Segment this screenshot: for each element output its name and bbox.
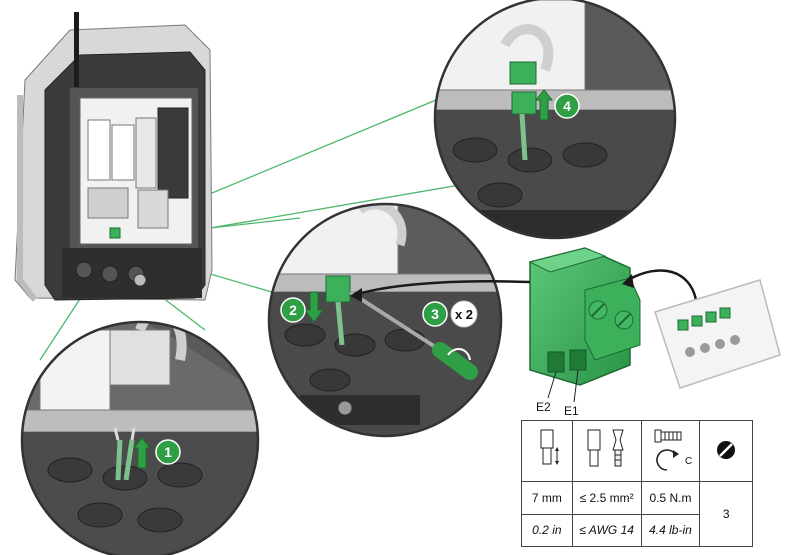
step-3-label: 3	[431, 306, 439, 322]
bag-arrow	[627, 269, 698, 301]
connector-base-4	[511, 91, 537, 115]
flat-screwdriver-icon	[717, 440, 736, 459]
up-arrow-1	[132, 437, 152, 469]
step-2-label: 2	[289, 302, 297, 318]
spec-screwdriver-size: 3	[699, 481, 753, 547]
step-badge-3	[422, 301, 448, 327]
spec-ferrule-cell	[571, 420, 642, 482]
terminal-connector	[528, 247, 641, 403]
torque-screw-icon: C	[654, 429, 693, 471]
step-badge-2	[280, 297, 306, 323]
charger-mini-connector	[109, 227, 121, 239]
spec-table: C 7 mm ≤ 2.5 mm² 0.5 N.m 3 0.2 in ≤ AWG …	[521, 420, 753, 547]
spec-strip-in: 0.2 in	[521, 513, 573, 547]
repeat-label: x 2	[455, 307, 473, 322]
ferrule-icon	[587, 429, 624, 466]
terminal-e1-label: E1	[564, 404, 579, 418]
spec-wire-awg: ≤ AWG 14	[571, 513, 642, 547]
spec-torque-lbin: 4.4 lb-in	[640, 513, 701, 547]
spec-wire-mm: ≤ 2.5 mm²	[571, 481, 642, 515]
up-arrow-4	[534, 89, 554, 121]
detail-step-4	[433, 0, 677, 240]
accessory-bag	[654, 279, 781, 389]
antenna-cable	[74, 12, 79, 87]
detail-step-1	[20, 320, 260, 555]
repeat-badge	[450, 300, 478, 328]
charger-overview	[14, 12, 213, 302]
step-badge-4	[554, 93, 580, 119]
spec-screwdriver-cell	[699, 420, 753, 482]
wire-pair	[115, 439, 135, 481]
wire-strip-icon	[540, 429, 559, 465]
screwdriver-2	[348, 290, 442, 352]
spec-torque-cell: C	[640, 420, 701, 482]
spec-strip-mm: 7 mm	[521, 481, 573, 515]
step-4-label: 4	[563, 98, 571, 114]
connector-lifted-4	[509, 61, 537, 85]
torque-icon-letter: C	[685, 456, 692, 467]
step-1-label: 1	[164, 444, 172, 460]
spec-strip-cell	[521, 420, 573, 482]
insert-arrow	[357, 280, 531, 296]
step-badge-1	[155, 439, 181, 465]
terminal-e2-label: E2	[536, 400, 551, 414]
spec-torque-nm: 0.5 N.m	[640, 481, 701, 515]
connector-installed-2	[325, 275, 351, 303]
down-arrow-2	[304, 291, 324, 323]
